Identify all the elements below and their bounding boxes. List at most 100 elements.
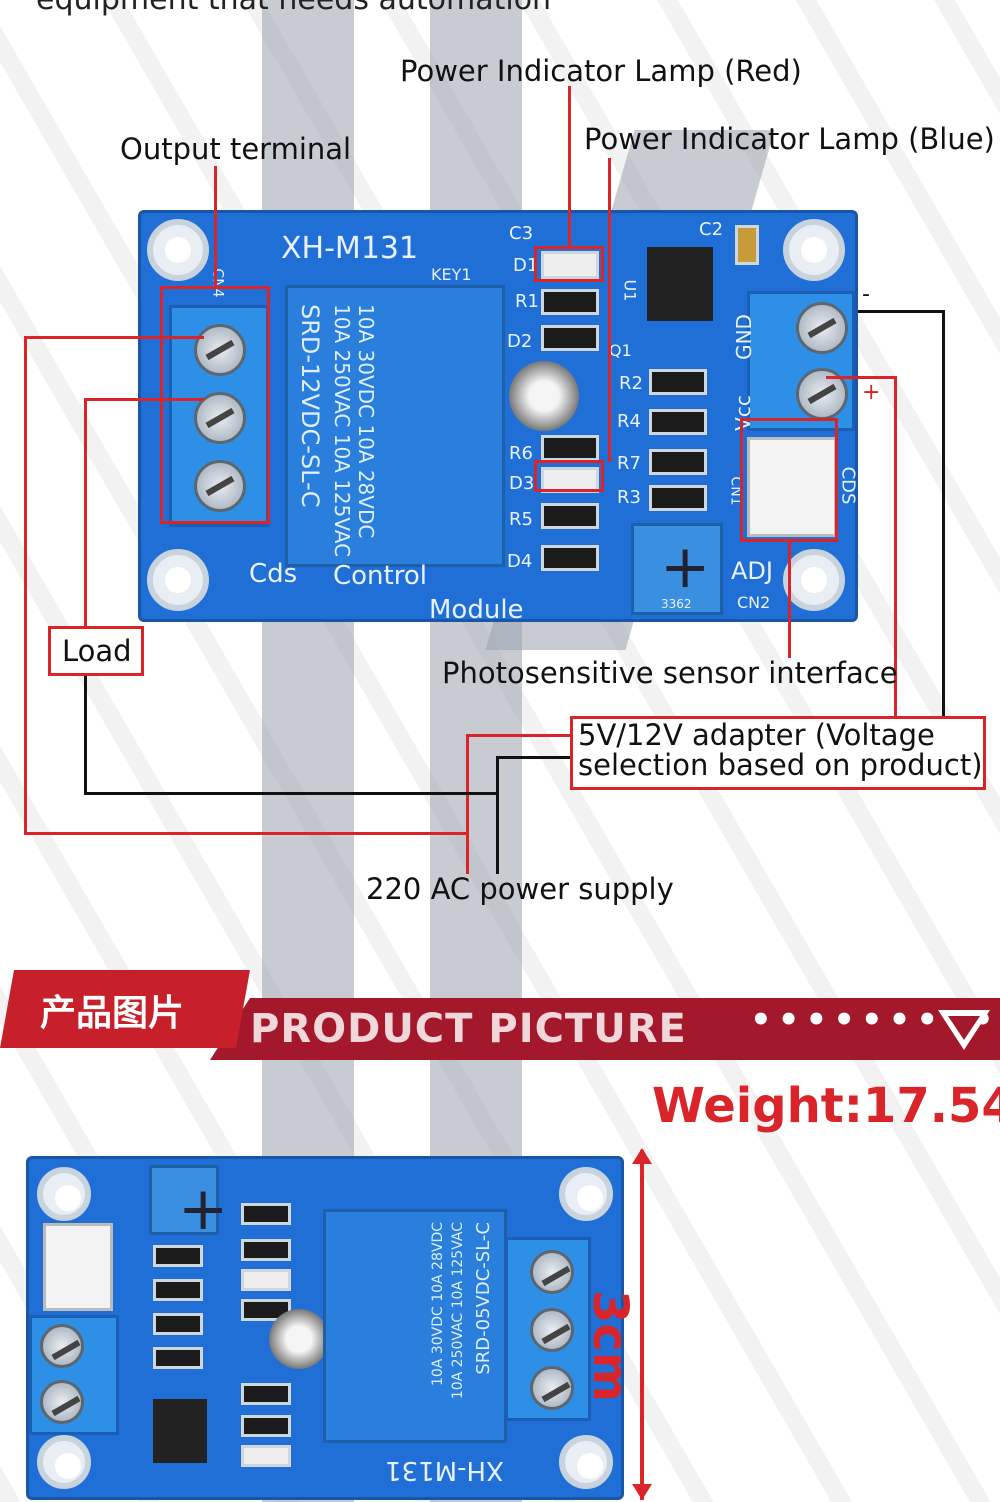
board-model-bottom: XH-M131: [385, 1455, 504, 1485]
ref-r6: R6: [509, 443, 533, 464]
power-terminal-block: [747, 291, 855, 431]
diode: [541, 545, 599, 571]
ref-r4: R4: [617, 411, 641, 432]
ref-c3: C3: [509, 223, 534, 244]
power-terminal-block: [29, 1315, 119, 1435]
wire-gnd-v: [942, 310, 945, 718]
terminal-screw[interactable]: [530, 1366, 574, 1410]
highlight-red-led: [534, 246, 604, 282]
terminal-screw[interactable]: [796, 368, 848, 420]
ref-d1: D1: [513, 255, 539, 276]
ref-r3: R3: [617, 487, 641, 508]
load-box: [48, 626, 144, 676]
banner-dark-strip: [210, 998, 1000, 1060]
wire-load-v: [84, 674, 87, 794]
wire-ac-red-v: [466, 734, 469, 874]
wire-vcc-h: [826, 376, 896, 379]
resistor: [541, 289, 599, 315]
terminal-screw[interactable]: [530, 1250, 574, 1294]
wire-terminal2-h: [84, 398, 204, 401]
relay: SRD-05VDC-SL-C 10A 250VAC 10A 125VAC 10A…: [323, 1209, 507, 1443]
label-power-red: Power Indicator Lamp (Red): [400, 54, 802, 88]
resistor: [649, 485, 707, 511]
terminal-screw[interactable]: [40, 1324, 84, 1368]
mount-hole: [783, 549, 845, 611]
module-label: Module: [429, 595, 524, 625]
terminal-screw[interactable]: [796, 302, 848, 354]
pot-code: 3362: [661, 597, 692, 611]
relay-model: SRD-05VDC-SL-C: [473, 1222, 494, 1375]
mount-hole: [147, 549, 209, 611]
top-caption: equipment that needs automation: [36, 0, 551, 17]
banner-title-en: PRODUCT PICTURE: [250, 1006, 687, 1052]
mount-hole: [37, 1167, 91, 1221]
highlight-blue-led: [534, 460, 604, 492]
ref-q1: Q1: [609, 341, 632, 360]
mount-hole: [147, 219, 209, 281]
ref-r1: R1: [515, 291, 539, 312]
control-label: Control: [333, 561, 427, 591]
diode: [241, 1203, 291, 1225]
resistor: [649, 449, 707, 475]
ref-d3: D3: [509, 473, 535, 494]
wire-ac-black-top: [496, 756, 572, 759]
ref-r7: R7: [617, 453, 641, 474]
resistor: [649, 409, 707, 435]
terminal-screw[interactable]: [194, 324, 246, 376]
dimension-arrow-down: [632, 1484, 652, 1500]
cn2-label: CN2: [737, 593, 771, 612]
resistor: [649, 369, 707, 395]
ic-u1: [647, 247, 713, 321]
label-power-blue: Power Indicator Lamp (Blue): [584, 122, 995, 156]
led-red: [241, 1445, 291, 1467]
mount-hole: [783, 219, 845, 281]
mount-hole: [37, 1435, 91, 1489]
wire-ac-red-top: [466, 734, 572, 737]
ref-d4: D4: [507, 551, 533, 572]
trimmer-potentiometer[interactable]: [149, 1165, 228, 1244]
cds-sensor-connector[interactable]: [43, 1223, 113, 1311]
dimension-label: 3cm: [582, 1290, 638, 1402]
resistor: [241, 1415, 291, 1437]
mount-hole: [559, 1435, 613, 1489]
wire-gnd-h: [858, 310, 944, 313]
resistor: [153, 1313, 203, 1335]
leader-red-lamp: [568, 86, 571, 248]
relay-rating-1: 10A 250VAC 10A 125VAC: [330, 304, 354, 558]
terminal-screw[interactable]: [530, 1308, 574, 1352]
key-label: KEY1: [431, 265, 472, 284]
dimension-line: [640, 1150, 644, 1500]
resistor: [541, 435, 599, 461]
resistor: [541, 503, 599, 529]
label-ac-supply: 220 AC power supply: [366, 872, 674, 906]
resistor: [153, 1347, 203, 1369]
leader-sensor: [788, 540, 791, 658]
terminal-screw[interactable]: [40, 1380, 84, 1424]
mount-hole: [559, 1167, 613, 1221]
label-adapter-1: 5V/12V adapter (Voltage: [578, 718, 935, 752]
highlight-output-terminal: [160, 286, 270, 524]
adj-label: ADJ: [731, 557, 773, 585]
gnd-label: GND: [731, 314, 756, 360]
wire-vcc-v: [894, 376, 897, 718]
wire-terminal2-v: [84, 398, 87, 630]
relay-module-top: XH-M131 KEY1 CN4 SRD-12VDC-SL-C 10A 250V…: [138, 210, 859, 625]
weight-label: Weight:17.54g: [652, 1078, 1000, 1134]
adapter-box: [570, 716, 986, 790]
label-load: Load: [62, 634, 132, 668]
banner-red-tab: [0, 970, 250, 1048]
trimmer-potentiometer[interactable]: [631, 523, 723, 615]
led-blue: [241, 1269, 291, 1291]
wire-load-h: [84, 792, 498, 795]
relay: SRD-12VDC-SL-C 10A 250VAC 10A 125VAC 10A…: [285, 285, 505, 567]
relay-rating-2: 10A 30VDC 10A 28VDC: [354, 304, 378, 539]
relay-model: SRD-12VDC-SL-C: [296, 304, 324, 508]
resistor: [153, 1279, 203, 1301]
leader-blue-lamp: [608, 158, 611, 462]
cds-label: Cds: [249, 559, 298, 589]
cds-conn-label: CDS: [837, 466, 859, 505]
wire-ac-red-bottom: [24, 832, 468, 835]
terminal-screw[interactable]: [194, 460, 246, 512]
board-model: XH-M131: [281, 231, 419, 266]
cds-sensor-connector[interactable]: [747, 437, 837, 537]
